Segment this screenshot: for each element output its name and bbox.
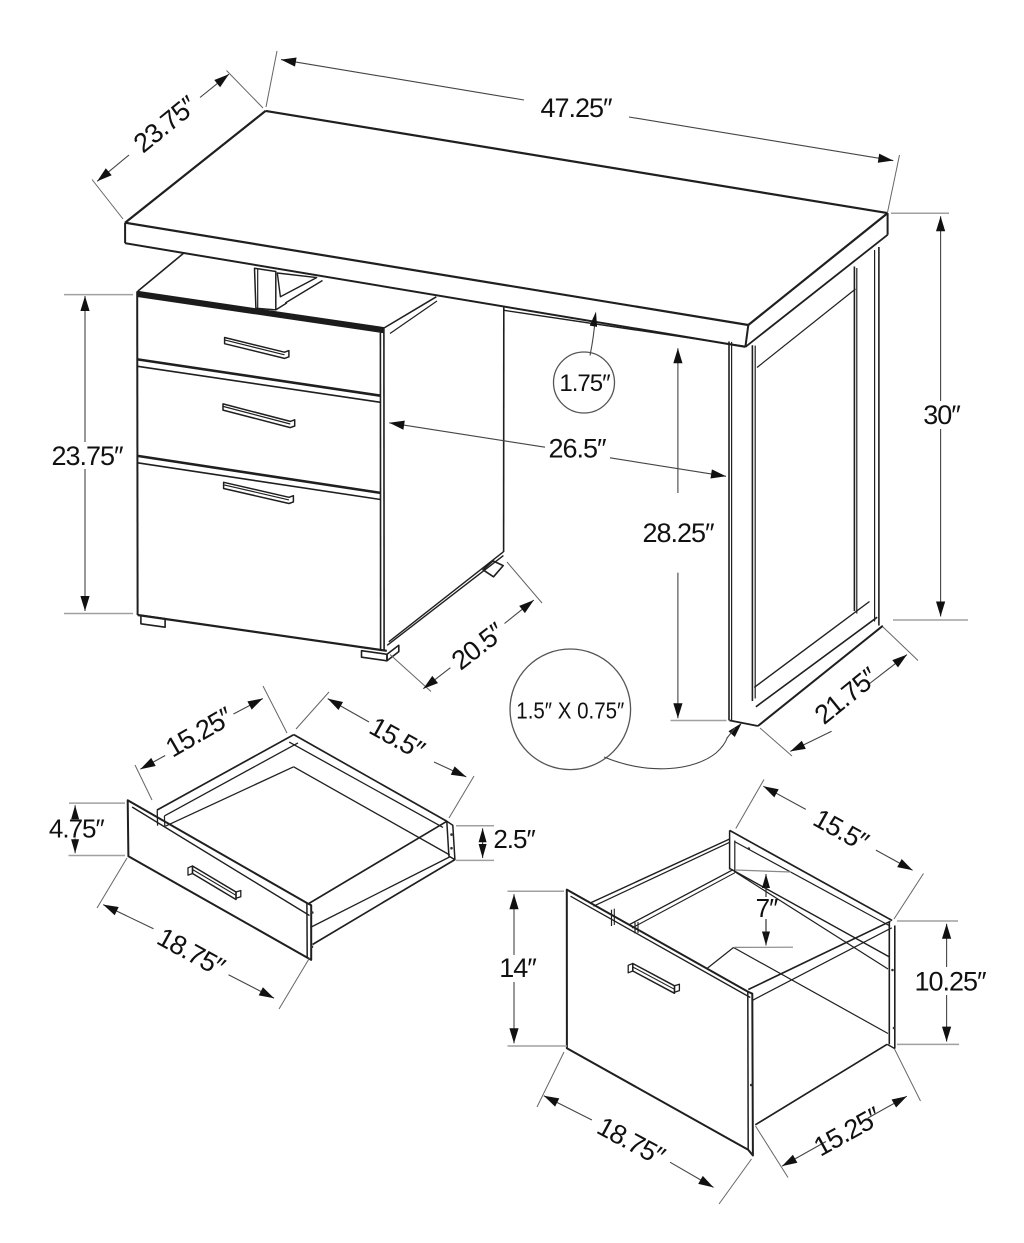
svg-text:1.5″ X 0.75″: 1.5″ X 0.75″ <box>516 697 624 723</box>
svg-text:4.75″: 4.75″ <box>49 814 105 844</box>
svg-text:14″: 14″ <box>499 953 537 983</box>
svg-text:10.25″: 10.25″ <box>914 967 987 997</box>
svg-text:7″: 7″ <box>756 893 778 923</box>
svg-text:1.75″: 1.75″ <box>559 370 611 397</box>
svg-text:26.5″: 26.5″ <box>548 434 607 464</box>
svg-text:28.25″: 28.25″ <box>642 518 715 548</box>
svg-text:47.25″: 47.25″ <box>540 93 613 123</box>
svg-text:2.5″: 2.5″ <box>493 824 535 854</box>
svg-text:30″: 30″ <box>923 400 961 430</box>
svg-text:23.75″: 23.75″ <box>51 441 124 471</box>
